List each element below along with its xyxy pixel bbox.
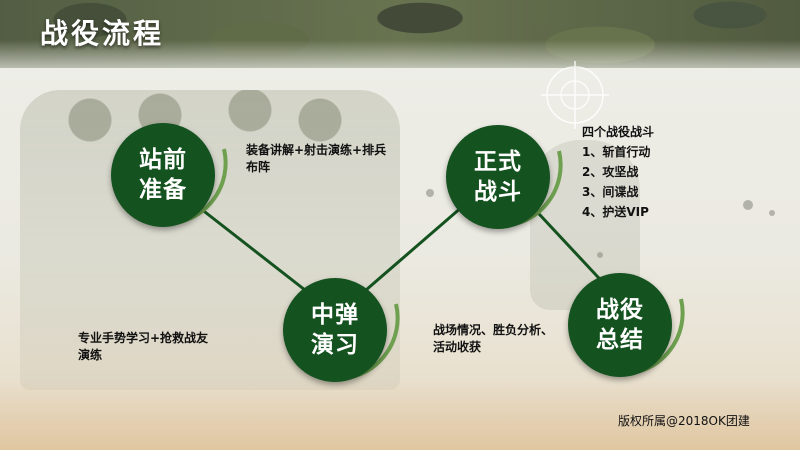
node-label-line1: 战役 [596,297,644,323]
node-label-line1: 正式 [474,149,522,175]
note-drill-details: 专业手势学习+抢救战友 演练 [78,330,208,364]
node-label-line2: 准备 [139,177,187,203]
node-label-line2: 总结 [596,327,644,353]
bullet-holes [426,189,775,258]
battle-item: 1、斩首行动 [582,145,651,159]
note-prep-details: 装备讲解+射击演练+排兵 布阵 [246,142,386,176]
battle-item: 4、护送VIP [582,205,649,219]
note-line: 演练 [78,348,103,362]
node-label-line2: 战斗 [474,179,522,205]
note-line: 战场情况、胜负分析、 [433,323,554,337]
note-line: 布阵 [246,160,271,174]
node-label-line2: 演习 [311,332,359,358]
note-line: 活动收获 [433,340,482,354]
page-title: 战役流程 [40,17,165,50]
flow-node-pre-battle-prep: 站前 准备 [111,123,215,227]
connector-lines [195,198,612,292]
node-label-line1: 中弹 [311,302,359,328]
battle-item: 2、攻坚战 [582,165,639,179]
flow-node-shot-drill: 中弹 演习 [283,278,387,382]
note-line: 装备讲解+射击演练+排兵 [246,143,387,157]
flow-node-summary: 战役 总结 [568,273,672,377]
flow-node-formal-battle: 正式 战斗 [446,125,550,229]
crosshair-icon [541,61,609,129]
battle-item: 3、间谍战 [582,185,639,199]
note-summary-details: 战场情况、胜负分析、 活动收获 [433,322,553,356]
node-label-line1: 站前 [139,147,187,173]
copyright-text: 版权所属@2018OK团建 [618,414,750,428]
header-fade [0,40,800,80]
note-battle-list: 四个战役战斗 1、斩首行动 2、攻坚战 3、间谍战 4、护送VIP [582,122,654,222]
battlefield-ground [0,380,800,450]
note-heading: 四个战役战斗 [582,125,655,139]
note-line: 专业手势学习+抢救战友 [78,331,209,345]
